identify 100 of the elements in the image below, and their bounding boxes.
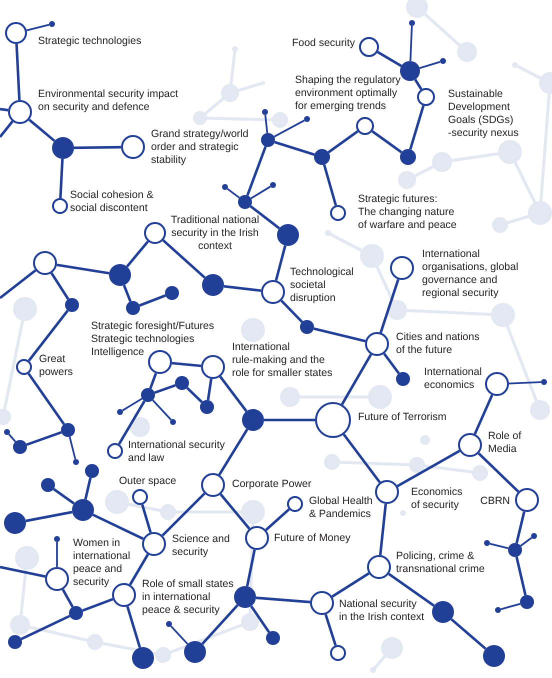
node-label: Sustainable Development Goals (SDGs) -security nexus [448, 88, 520, 140]
connector-line [474, 394, 494, 435]
connector-line [126, 240, 149, 268]
connector-line [59, 158, 64, 198]
connector-line [172, 362, 202, 368]
connector-line [383, 352, 400, 374]
connector-line [410, 26, 413, 62]
node-label: Global Health & Pandemics [309, 495, 374, 521]
node-label: Cities and nations of the future [396, 331, 480, 357]
connector-line [28, 310, 69, 362]
connector-line [500, 603, 520, 610]
connector-line [122, 398, 142, 412]
connector-line [219, 376, 248, 412]
connector-line [224, 284, 262, 292]
connector-line [450, 618, 487, 650]
connector-line [26, 431, 62, 446]
connector-line [409, 105, 425, 150]
connector-line [162, 492, 206, 536]
connector-line [274, 140, 315, 156]
node-label: Technological societal disruption [290, 266, 355, 305]
node-label: Strategic technologies [38, 35, 142, 48]
connector-line [0, 566, 46, 578]
connector-line [250, 605, 270, 633]
connector-line [122, 284, 132, 302]
connector-line [314, 327, 366, 342]
connector-line [246, 550, 256, 586]
connector-line [274, 245, 286, 281]
connector-line [8, 434, 16, 442]
connector-line [515, 511, 526, 544]
connector-line [478, 452, 520, 493]
node-label: Outer space [119, 475, 176, 488]
connector-line [250, 205, 280, 230]
connector-line [141, 504, 152, 533]
connector-line [128, 554, 150, 586]
connector-line [84, 478, 92, 500]
node-label: Women in international peace and security [73, 537, 132, 589]
node-label: Intelligence [91, 346, 144, 359]
connector-line [265, 508, 290, 531]
connector-line [246, 146, 267, 196]
connector-line [170, 626, 188, 645]
connector-line [56, 542, 58, 567]
connector-line [419, 61, 440, 69]
connector-line [50, 272, 70, 300]
connector-line [26, 24, 50, 32]
connector-line [149, 372, 158, 389]
connector-line [0, 120, 14, 138]
connector-line [490, 542, 508, 550]
node-label: Food security [292, 37, 355, 50]
connector-line [414, 78, 422, 90]
connector-line [396, 450, 460, 488]
connector-line [280, 300, 304, 323]
node-label: National security in the Irish context [339, 598, 426, 624]
connector-line [264, 418, 315, 422]
connector-line [256, 596, 310, 604]
connector-line [250, 186, 271, 200]
connector-line [56, 264, 110, 275]
connector-line [82, 598, 114, 612]
node-label: International economics [424, 366, 483, 392]
connector-line [322, 164, 338, 206]
node-label: Strategic technologies [91, 333, 194, 346]
node-label: Social cohesion & social discontent [70, 189, 154, 215]
connector-line [372, 130, 402, 154]
connector-line [380, 279, 400, 333]
connector-line [324, 614, 337, 646]
connector-line [162, 239, 206, 279]
connector-line [206, 378, 212, 400]
connector-line [152, 400, 172, 420]
connector-line [74, 146, 122, 150]
connector-line [220, 493, 250, 530]
connector-line [201, 604, 239, 645]
connector-line [342, 434, 381, 484]
node-label: Policing, crime & transnational crime [396, 550, 486, 576]
node-label: Corporate Power [232, 478, 312, 491]
connector-line [154, 384, 176, 394]
node-label: International security and law [128, 439, 226, 465]
node-label: Strategic foresight/Futures [91, 320, 214, 333]
connector-line [139, 294, 166, 307]
node-label: Role of small states in international peace & security [142, 578, 235, 617]
node-label: International rule-making and the role for smaller states [232, 341, 334, 380]
connector-line [328, 130, 358, 154]
connector-line [515, 556, 527, 596]
node-label: Future of Money [274, 532, 350, 545]
node-label: Strategic futures: The changing nature of warfare and peace [358, 193, 458, 232]
node-label: Role of Media [488, 430, 522, 456]
connector-line [126, 606, 142, 648]
node-label: International organisations, global governance and regional security [422, 248, 520, 300]
connector-line [378, 504, 388, 556]
connector-line [0, 269, 36, 300]
connector-line [388, 572, 435, 607]
connector-line [92, 514, 144, 540]
node-label: Great powers [39, 353, 74, 379]
connector-line [28, 118, 56, 142]
connector-line [226, 188, 240, 199]
connector-line [508, 381, 542, 384]
connector-line [118, 400, 146, 445]
connector-line [186, 386, 203, 404]
connector-line [218, 428, 248, 476]
node-label: Science and security [172, 533, 231, 559]
node-label: Environmental security impact on security and defence [38, 88, 180, 114]
connector-line [15, 44, 21, 100]
